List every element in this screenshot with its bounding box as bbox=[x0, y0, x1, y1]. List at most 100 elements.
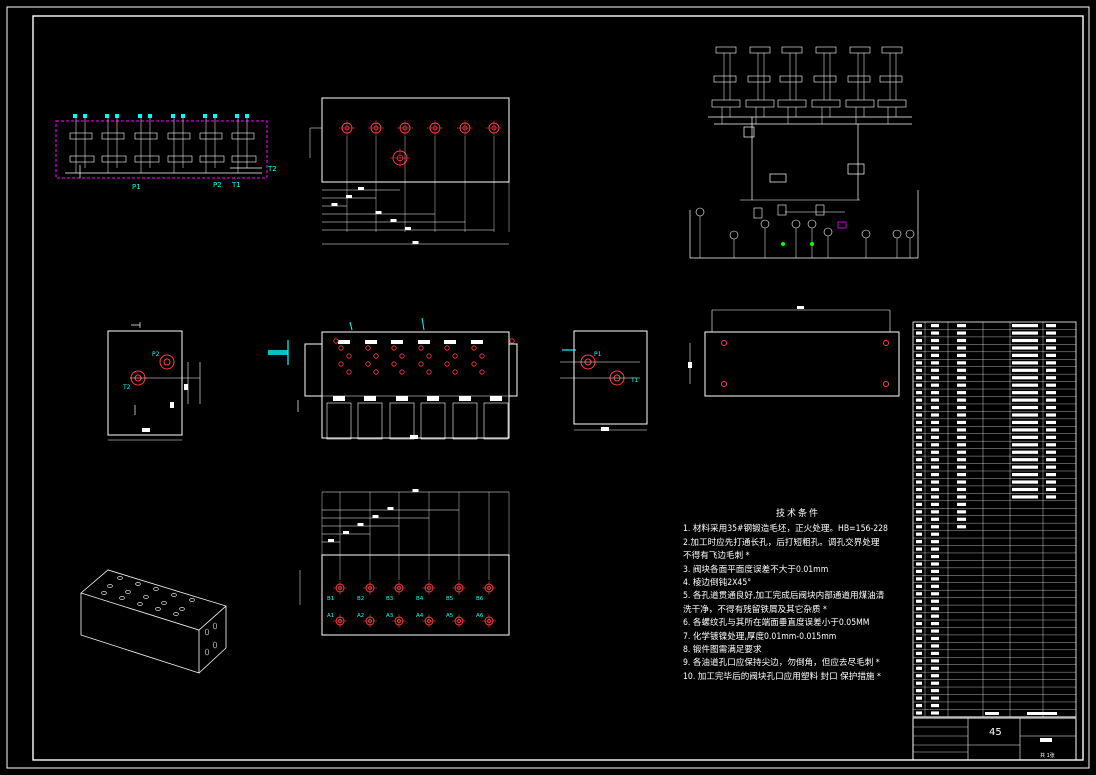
b-port-label: B2 bbox=[357, 596, 364, 602]
tech-line-5: 4. 棱边倒钝2X45° bbox=[683, 578, 752, 589]
schematic-valve bbox=[199, 132, 223, 140]
table-cell-mark bbox=[916, 510, 922, 514]
pump-symbol bbox=[729, 230, 739, 240]
a-port-label: A6 bbox=[476, 613, 484, 619]
table-cell-mark bbox=[916, 473, 922, 477]
a-port-label: A2 bbox=[357, 613, 364, 619]
iso-hole bbox=[189, 598, 195, 602]
table-cell-mark bbox=[916, 458, 922, 462]
front-hole bbox=[365, 345, 371, 351]
table-cell-mark bbox=[916, 435, 922, 439]
b-port-label: B4 bbox=[416, 596, 424, 602]
schematic-marker bbox=[138, 114, 142, 118]
right-t1-label: T1 bbox=[630, 377, 639, 384]
iso-hole bbox=[155, 607, 161, 611]
front-hole bbox=[418, 345, 424, 351]
table-cell-mark bbox=[916, 636, 922, 641]
valve-outline bbox=[452, 402, 478, 440]
table-cell-mark bbox=[916, 391, 922, 395]
filter bbox=[815, 204, 825, 216]
isometric-view bbox=[80, 569, 227, 674]
front-hole bbox=[479, 369, 485, 375]
a-port-label: A5 bbox=[446, 613, 454, 619]
b-port-label: B5 bbox=[446, 596, 454, 602]
valve-outline bbox=[389, 402, 415, 440]
table-cell-mark bbox=[916, 376, 922, 380]
front-hole bbox=[444, 345, 450, 351]
cylinder bbox=[715, 46, 737, 54]
back-view bbox=[688, 306, 900, 397]
tech-line-2: 2.加工时应先打通长孔，后打短粗孔。调孔交界处理 bbox=[683, 537, 880, 548]
iso-hole bbox=[143, 595, 149, 599]
cylinder bbox=[849, 46, 871, 54]
table-cell-mark bbox=[916, 413, 922, 417]
front-hole bbox=[399, 369, 405, 375]
schematic-valve bbox=[231, 132, 255, 140]
table-cell-mark bbox=[916, 607, 922, 611]
cylinder bbox=[749, 46, 771, 54]
front-hole bbox=[452, 353, 458, 359]
tech-line-1: 1. 材料采用35#钢锻造毛坯，正火处理。HB=156-228 bbox=[683, 524, 888, 535]
table-cell-mark bbox=[916, 689, 922, 693]
table-cell-mark bbox=[916, 569, 922, 574]
green-marker bbox=[781, 242, 785, 246]
front-hole bbox=[452, 369, 458, 375]
iso-hole bbox=[171, 593, 177, 597]
schematic-marker bbox=[73, 114, 77, 118]
tech-line-4: 3. 阀块各面平面度误差不大于0.01mm bbox=[683, 564, 829, 575]
iso-hole bbox=[153, 587, 159, 591]
directional-valve bbox=[811, 99, 841, 108]
table-cell-mark bbox=[916, 450, 922, 454]
table-cell-mark bbox=[916, 480, 922, 484]
cylinder bbox=[815, 46, 837, 54]
left-p2-label: P2 bbox=[152, 351, 160, 358]
check-valve bbox=[813, 75, 837, 83]
pump-symbol bbox=[791, 219, 801, 229]
directional-valve bbox=[745, 99, 775, 108]
iso-hole bbox=[117, 576, 123, 580]
pump-symbol bbox=[695, 207, 705, 217]
iso-hole bbox=[135, 582, 141, 586]
front-hole bbox=[365, 361, 371, 367]
table-cell-mark bbox=[916, 487, 922, 492]
left-side-view: P2 T2 bbox=[107, 322, 201, 441]
pump-symbol bbox=[892, 229, 902, 239]
material-label: 45 bbox=[989, 727, 1002, 738]
front-hole bbox=[471, 361, 477, 367]
front-hole bbox=[399, 353, 405, 359]
table-cell-mark bbox=[916, 554, 922, 559]
schematic-valve bbox=[167, 132, 191, 140]
front-hole bbox=[373, 369, 379, 375]
table-cell-mark bbox=[916, 674, 922, 678]
table-cell-mark bbox=[916, 644, 922, 648]
table-cell-mark bbox=[916, 502, 922, 506]
iso-hole bbox=[101, 591, 107, 595]
tech-line-3: 不得有飞边毛刺 * bbox=[683, 551, 750, 562]
directional-valve bbox=[845, 99, 875, 108]
table-cell-mark bbox=[916, 495, 922, 499]
outer-frame bbox=[6, 6, 1090, 769]
table-cell-mark bbox=[916, 361, 922, 365]
front-hole bbox=[391, 345, 397, 351]
check-valve bbox=[713, 75, 737, 83]
table-cell-mark bbox=[916, 398, 922, 402]
iso-hole bbox=[119, 596, 125, 600]
table-cell-mark bbox=[916, 525, 922, 529]
sheet-label: 共 1张 bbox=[1040, 752, 1055, 759]
table-cell-mark bbox=[916, 666, 922, 670]
table-cell-mark bbox=[916, 577, 922, 581]
iso-hole bbox=[173, 612, 179, 616]
table-cell-mark bbox=[916, 592, 922, 596]
schematic-p1-label: P1 bbox=[132, 183, 141, 191]
tech-line-12: 10. 加工完毕后的阀块孔口应用塑料 封口 保护措施 * bbox=[683, 671, 881, 682]
table-cell-mark bbox=[916, 562, 922, 566]
front-hole bbox=[426, 369, 432, 375]
schematic-valve bbox=[69, 132, 93, 140]
technical-requirements-title: 技术条件 bbox=[775, 509, 820, 519]
front-hole bbox=[391, 361, 397, 367]
tech-line-8: 6. 各螺纹孔与其所在端面垂直度误差小于0.05MM bbox=[683, 618, 870, 629]
table-cell-mark bbox=[916, 517, 922, 521]
b-port-label: B3 bbox=[386, 596, 394, 602]
directional-valve bbox=[777, 99, 807, 108]
